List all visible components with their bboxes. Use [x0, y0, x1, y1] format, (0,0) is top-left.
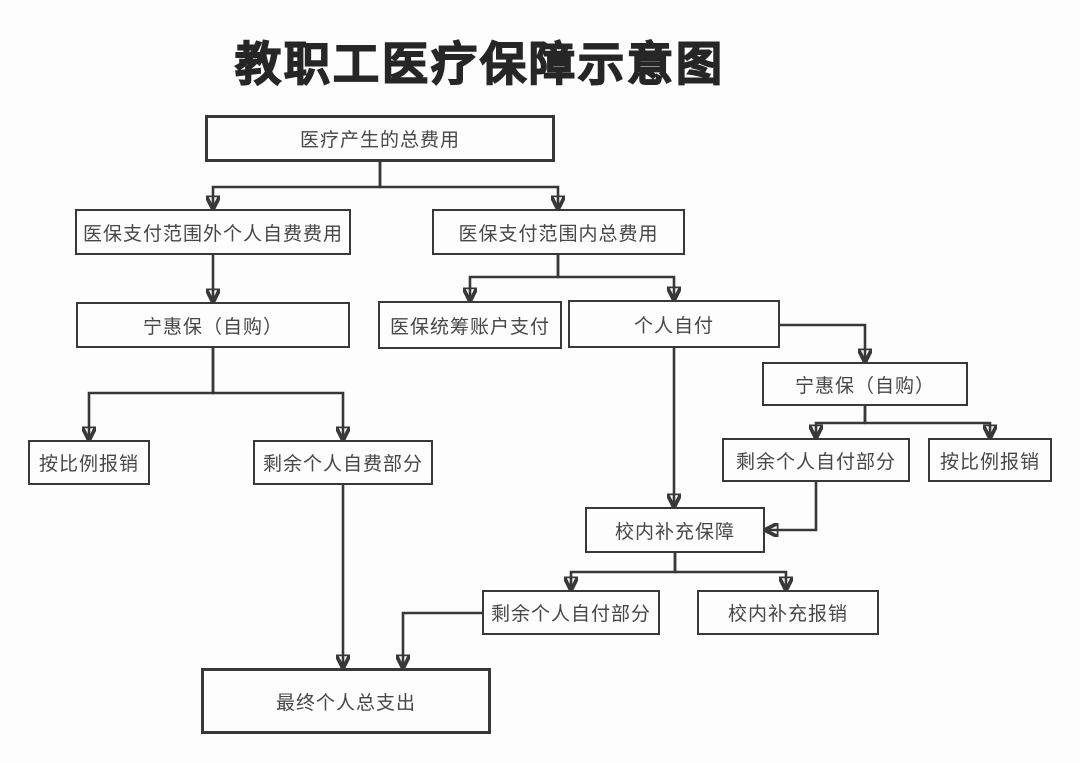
connector-ninghuibao-right-to-remaining-self-pay-right — [816, 406, 867, 438]
flow-node-proportional-reimburse-left: 按比例报销 — [28, 440, 150, 485]
flow-node-ninghuibao-left: 宁惠保（自购） — [76, 302, 350, 348]
flow-node-proportional-reimburse-right: 按比例报销 — [928, 438, 1052, 482]
connector-totalcost-to-insidescope — [378, 162, 558, 209]
flow-node-final-total-spend: 最终个人总支出 — [201, 668, 491, 734]
diagram-title: 教职工医疗保障示意图 — [234, 37, 725, 91]
connector-remaining-self-pay-right-to-campus-supplement — [765, 482, 818, 530]
flow-node-personal-self-pay: 个人自付 — [568, 300, 780, 348]
flow-node-outside-scope-self-fee: 医保支付范围外个人自费费用 — [75, 209, 351, 255]
flow-node-remaining-self-fee: 剩余个人自费部分 — [253, 440, 433, 485]
flow-node-pooled-account-pay: 医保统筹账户支付 — [378, 301, 562, 349]
flow-node-ninghuibao-right: 宁惠保（自购） — [762, 362, 968, 406]
connector-ninghuibao-left-to-remaining-self-fee — [211, 348, 343, 440]
connector-campus-supplement-to-campus-reimburse — [673, 553, 786, 590]
connector-campus-supplement-to-remaining-self-pay-bottom — [571, 553, 677, 590]
connector-ninghuibao-right-to-proportional-right — [863, 406, 990, 438]
flow-node-total-cost: 医疗产生的总费用 — [205, 115, 555, 162]
connector-remaining-self-pay-bottom-to-final-total — [403, 611, 482, 668]
flow-node-remaining-self-pay-bottom: 剩余个人自付部分 — [482, 590, 660, 635]
flow-node-campus-supplement: 校内补充保障 — [585, 507, 765, 553]
connector-totalcost-to-outsidescope — [213, 162, 382, 209]
flow-node-campus-reimburse: 校内补充报销 — [697, 590, 879, 635]
connector-insidescope-to-pooled-account — [470, 255, 560, 301]
flow-node-inside-scope-total: 医保支付范围内总费用 — [432, 209, 685, 255]
connector-insidescope-to-personal-self-pay — [556, 255, 674, 300]
connector-ninghuibao-left-to-proportional-left — [89, 348, 215, 440]
flow-node-remaining-self-pay-right: 剩余个人自付部分 — [722, 438, 910, 482]
connector-personal-self-pay-to-ninghuibao-right — [780, 323, 865, 362]
